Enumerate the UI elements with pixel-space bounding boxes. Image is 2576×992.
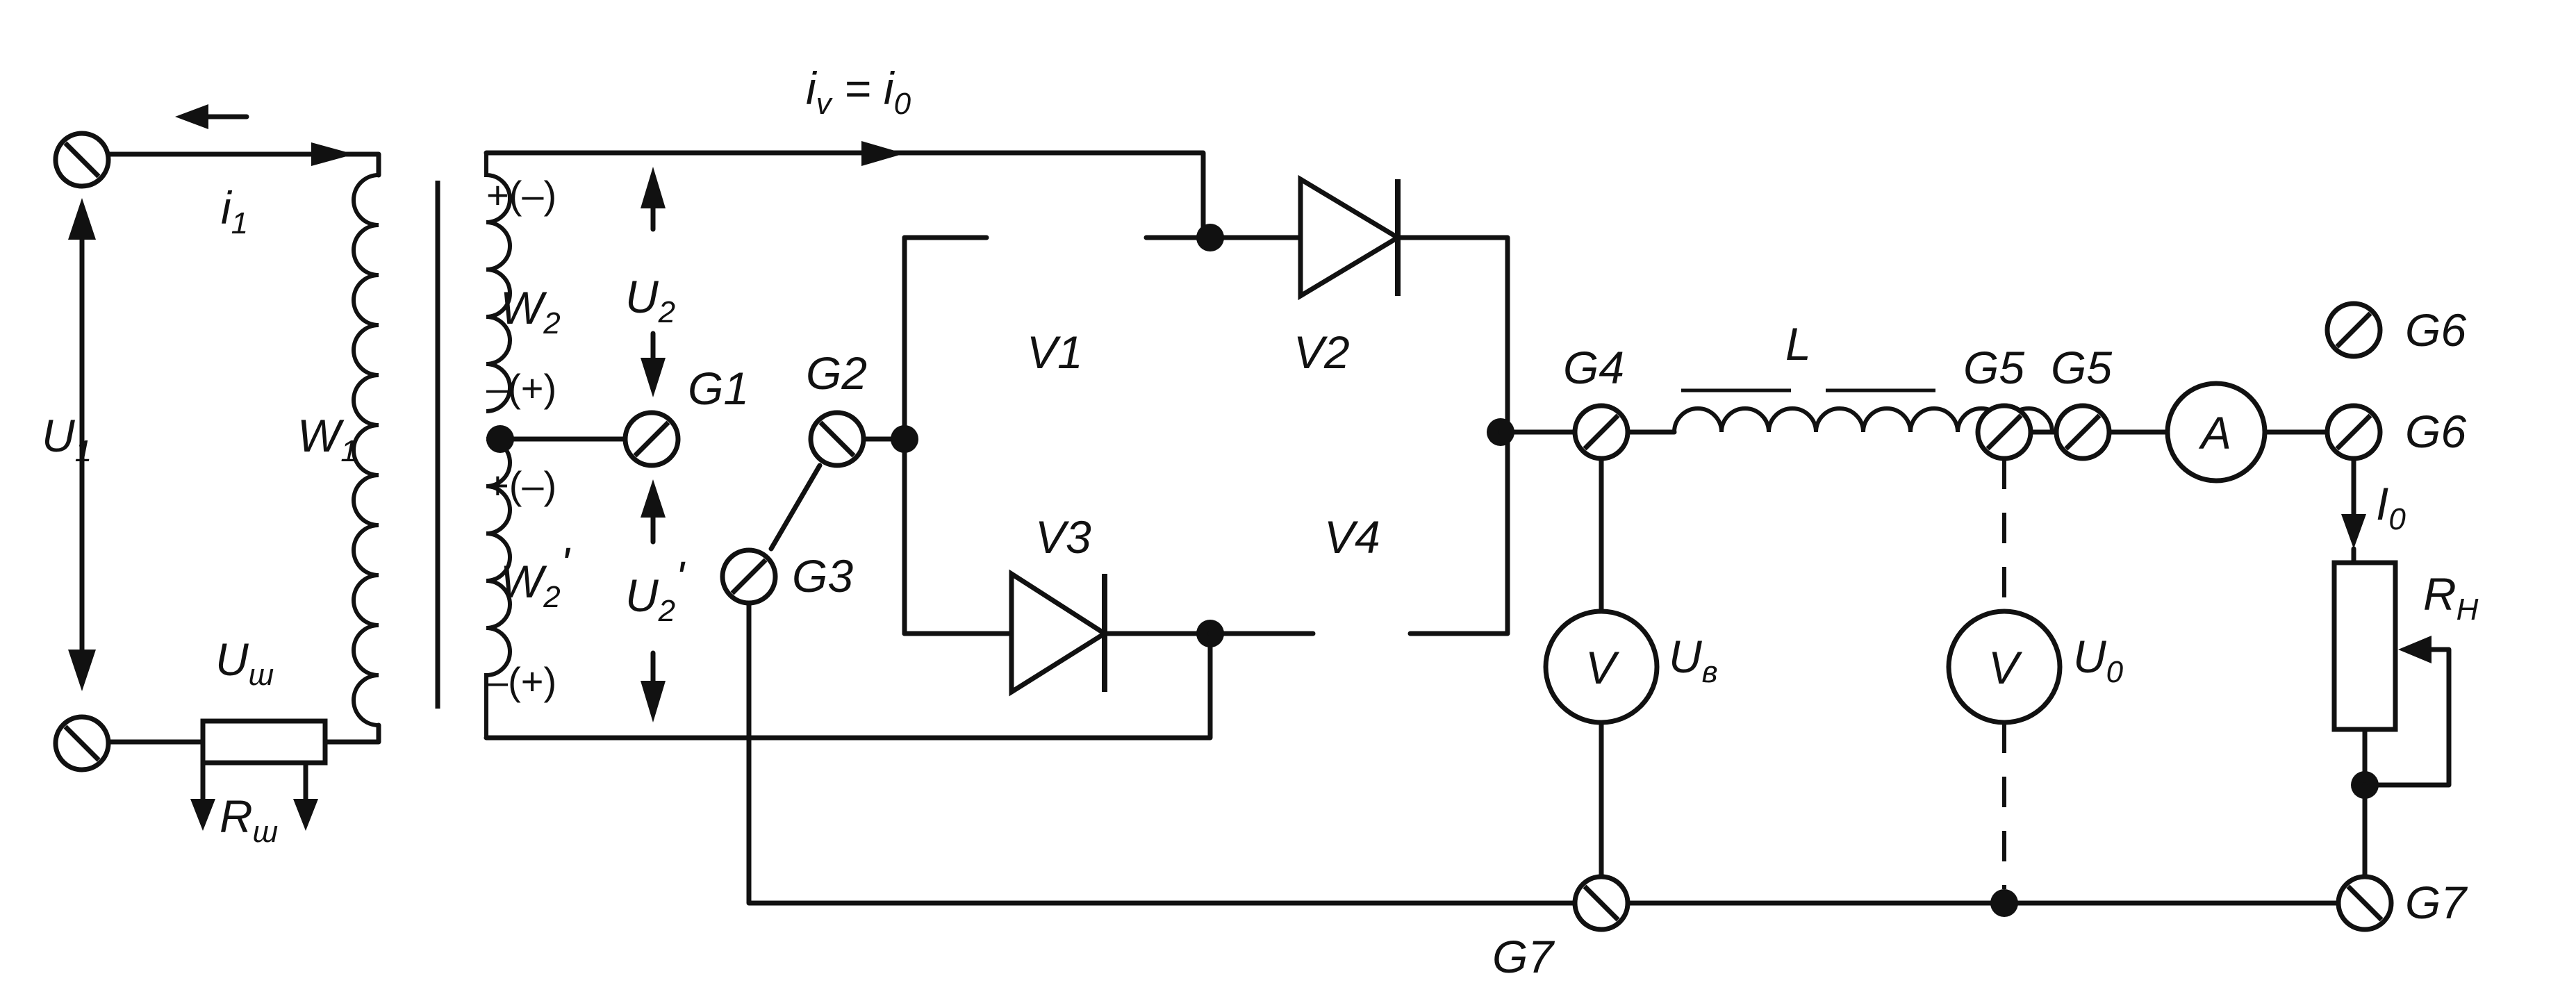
text-labels: i1 iv = i0 U1 W1 W2 W2' U2 U2' Uш Rш +(–… (42, 63, 2479, 982)
diode-v3 (1009, 569, 1109, 697)
input-terminal-top (53, 131, 111, 189)
label-rsh: Rш (220, 791, 278, 849)
label-iv-i0: iv = i0 (806, 63, 911, 121)
label-v1: V1 (1027, 326, 1083, 378)
label-g4: G4 (1563, 342, 1624, 393)
input-terminal-bottom (53, 714, 111, 772)
terminal-g1 (622, 410, 681, 468)
load-resistor (2331, 560, 2398, 732)
label-w2-prime: W2' (500, 538, 571, 614)
terminal-g7-right (2336, 874, 2394, 932)
label-g3: G3 (792, 550, 853, 602)
label-w2: W2 (500, 282, 561, 340)
label-g7-right: G7 (2405, 877, 2468, 928)
i1-arrow (311, 142, 354, 166)
label-i0: I0 (2376, 478, 2406, 536)
switch-link (768, 463, 823, 552)
center-tap-node (486, 425, 514, 453)
primary-circuit (53, 104, 381, 831)
label-g6-top: G6 (2405, 304, 2466, 356)
label-u2-prime: U2' (625, 552, 686, 628)
terminal-g3 (720, 547, 778, 606)
label-g5-right: G5 (2051, 342, 2112, 393)
label-g5-left: G5 (1963, 342, 2024, 393)
label-g6-bottom: G6 (2405, 406, 2466, 457)
polarity-4: –(+) (486, 659, 556, 703)
label-i1: i1 (221, 182, 248, 240)
output-circuit (1498, 301, 2452, 932)
polarity-1: +(–) (486, 173, 556, 217)
label-ammeter: A (2198, 407, 2231, 458)
diode-v2 (1298, 174, 1403, 301)
label-rh: RH (2423, 568, 2479, 627)
shunt-resistor (200, 718, 328, 766)
label-u0: U0 (2073, 631, 2124, 689)
u2-arrow-up (641, 167, 666, 208)
u2p-arrow-down (641, 681, 666, 722)
label-v4: V4 (1324, 511, 1380, 563)
label-u1: U1 (42, 410, 92, 468)
polarity-3: +(–) (486, 463, 556, 507)
label-g7-bottom: G7 (1492, 931, 1555, 982)
label-g1: G1 (688, 363, 749, 414)
label-voltmeter-2: V (1988, 642, 2023, 693)
label-voltmeter-1: V (1585, 642, 1620, 693)
label-ush: Uш (215, 634, 274, 692)
label-w1: W1 (297, 410, 358, 468)
terminal-g6-top (2325, 301, 2383, 359)
reverse-arrow (175, 104, 208, 129)
label-v2: V2 (1294, 326, 1350, 378)
label-g2: G2 (806, 347, 867, 399)
u2p-arrow-up (641, 479, 666, 518)
polarity-2: –(+) (486, 366, 556, 410)
u1-arrow-down (68, 650, 96, 691)
u1-arrow-up (68, 198, 96, 240)
terminal-g2 (808, 410, 866, 468)
secondary-circuit (484, 141, 1213, 741)
shunt-tap-arrow-right (293, 799, 318, 831)
terminal-g6-bottom (2325, 403, 2383, 461)
label-v3: V3 (1035, 511, 1091, 563)
label-u2: U2 (625, 271, 675, 329)
label-l: L (1785, 318, 1811, 370)
u2-arrow-down (641, 358, 666, 397)
terminal-g7-bottom (1572, 874, 1630, 932)
terminal-g5-left (1975, 403, 2033, 461)
shunt-tap-arrow-left (190, 799, 215, 831)
w2-prime-coil (484, 437, 512, 738)
i0-arrow (2341, 514, 2366, 549)
label-uv: Uв (1669, 631, 1718, 689)
iv-arrow (861, 141, 905, 166)
terminal-g5-right (2054, 403, 2112, 461)
u0-bottom-node (1990, 889, 2018, 917)
w1-coil (352, 173, 379, 727)
w2-coil (484, 153, 512, 413)
v2-anode-node (1196, 224, 1224, 251)
rh-wiper-arrow (2398, 636, 2431, 663)
diode-bridge (720, 174, 1514, 697)
terminal-g4 (1572, 403, 1630, 461)
